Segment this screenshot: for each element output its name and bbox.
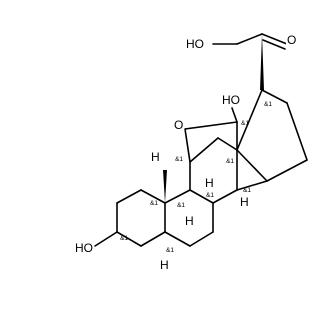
- atom-label-ho-c3: HO: [75, 241, 93, 255]
- bond-c9-c10: [164, 189, 191, 204]
- bond-carbonyl-b: [262, 39, 286, 50]
- bond-c15-c14: [266, 159, 308, 182]
- label-background: [221, 93, 241, 107]
- label-background: [185, 37, 205, 51]
- bond-c4-c5: [140, 231, 166, 247]
- bond-c1-c2: [116, 189, 142, 204]
- bond-c14-c13: [236, 149, 268, 182]
- label-background: [74, 241, 94, 255]
- bond-c5-c6: [164, 231, 191, 247]
- atom-label-h-c14: H: [240, 195, 249, 209]
- bond-c6-c7: [189, 231, 214, 247]
- stereo-labels: &1 &1 &1 &1 &1 &1 &1 &1 &1 &1: [120, 101, 272, 254]
- stereo-label-c17: &1: [264, 101, 272, 108]
- atom-label-ho-primary: HO: [186, 37, 204, 51]
- wedge-c17-side-chain: [260, 34, 264, 90]
- atom-label-h-c11: H: [151, 150, 160, 164]
- label-background: [239, 195, 250, 209]
- label-background: [204, 176, 215, 190]
- bond-c3-ho: [94, 231, 118, 247]
- stereo-label-c11: &1: [175, 156, 183, 163]
- bond-c8-c14: [212, 189, 238, 204]
- label-background: [150, 150, 161, 164]
- bond-c9-c8: [189, 189, 214, 204]
- bond-c12-c11: [189, 137, 219, 163]
- atom-label-ho-hemiketal: HO: [222, 93, 240, 107]
- stereo-label-c9: &1: [177, 202, 185, 209]
- wedge-c10-methyl: [163, 170, 167, 203]
- stereo-label-c13: &1: [226, 158, 234, 165]
- bond-c13-c12: [217, 137, 238, 151]
- label-background: [286, 33, 298, 47]
- labels: HO O HO O HO H H H H H: [74, 33, 298, 272]
- bond-c14-d: [236, 180, 268, 191]
- bonds: [94, 33, 308, 247]
- bond-c13-c17: [236, 89, 263, 151]
- bond-c3-c4: [116, 231, 142, 247]
- label-background: [173, 118, 185, 132]
- bond-carbonyl-a: [261, 33, 288, 45]
- stereo-label-c10: &1: [150, 200, 158, 207]
- atom-label-h-c8: H: [205, 176, 214, 190]
- label-background: [184, 214, 195, 228]
- label-background: [159, 258, 170, 272]
- bond-c18-ho: [231, 107, 238, 123]
- atom-label-h-c5: H: [160, 258, 169, 272]
- stereo-label-c18: &1: [241, 120, 249, 127]
- stereo-label-c3: &1: [120, 235, 128, 242]
- stereo-label-c5: &1: [166, 247, 174, 254]
- stereo-label-c14: &1: [243, 187, 251, 194]
- atom-label-o-ether: O: [174, 118, 183, 132]
- bond-o-c11: [184, 128, 191, 163]
- bond-ch2-co: [236, 33, 263, 45]
- bond-c17-c16: [261, 89, 288, 104]
- atom-label-o-ketone: O: [287, 33, 296, 47]
- bond-c16-c15: [286, 102, 308, 161]
- stereo-label-c8: &1: [206, 192, 214, 199]
- atom-label-h-c9: H: [185, 214, 194, 228]
- bond-c10-c1: [140, 189, 166, 204]
- bond-c18-o: [184, 121, 238, 130]
